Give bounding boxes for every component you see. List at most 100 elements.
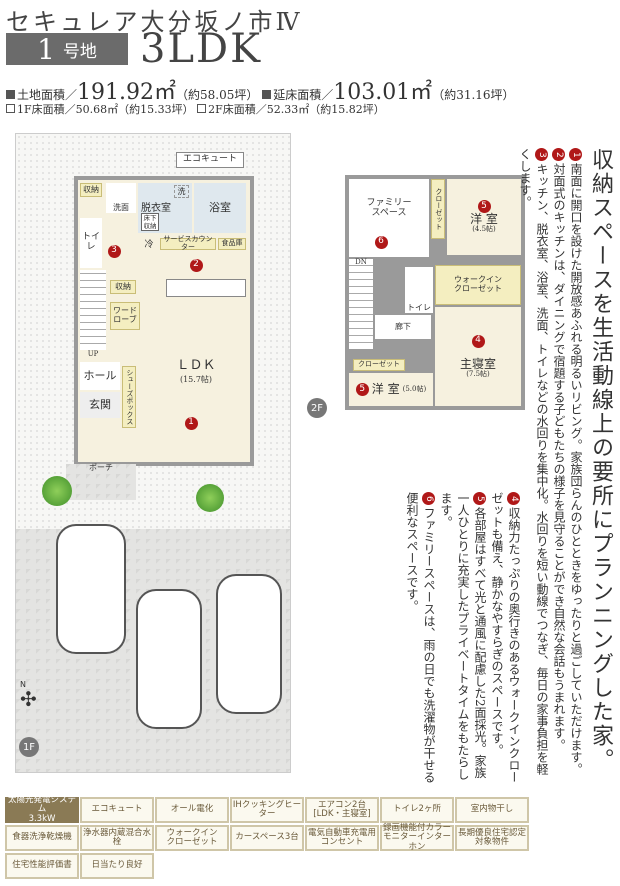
point-6: 6ファミリースペースは、雨の日でも洗濯物が干せる便利なスペースです。 bbox=[403, 492, 437, 784]
feature-badge: 浄水器内蔵混合水栓 bbox=[80, 825, 154, 851]
staircase-2f: DN bbox=[349, 258, 373, 349]
entrance: 玄関 bbox=[80, 392, 120, 418]
car-icon bbox=[136, 589, 202, 729]
point-3: 3キッチン、脱衣室、浴室、洗面、トイレなどの水回りを集中化。水回りを短い動線でつ… bbox=[516, 148, 550, 783]
feature-badge: 長期優良住宅認定 対象物件 bbox=[455, 825, 529, 851]
marker-2: 2 bbox=[189, 258, 203, 272]
ldk-label: ＬＤＫ bbox=[176, 357, 216, 373]
feature-badge: 住宅性能評価書 bbox=[5, 853, 79, 879]
point-1-text: 南面に開口を設けた開放感あふれる明るいリビング。家族団らんのひとときをゆったりと… bbox=[569, 163, 583, 775]
feature-badge: 太陽光発電システム 3.3kW bbox=[5, 795, 79, 823]
point-4: 4収納力たっぷりの奥行きのあるウォークインクローゼットも備え、静かなやすらぎのス… bbox=[488, 492, 522, 784]
up-label: UP bbox=[87, 350, 99, 359]
marker-1: 1 bbox=[184, 416, 198, 430]
point-1-marker: 1 bbox=[181, 416, 201, 430]
point-2: 2 対面式のキッチンは、ダイニングで宿題する子どもたちの様子を見守ることができ自然… bbox=[550, 148, 567, 783]
points-top: 1 南面に開口を設けた開放感あふれる明るいリビング。家族団らんのひとときをゆったり… bbox=[518, 148, 584, 783]
toilet-1f: トイレ bbox=[80, 218, 102, 268]
point-3-text: キッチン、脱衣室、浴室、洗面、トイレなどの水回りを集中化。水回りを短い動線でつな… bbox=[518, 148, 549, 775]
storage-1: 収納 bbox=[80, 183, 102, 197]
marker-5b: 5 bbox=[355, 383, 369, 396]
marker-3: 3 bbox=[107, 244, 121, 258]
point-3-number: 3 bbox=[535, 148, 548, 161]
point-2-text: 対面式のキッチンは、ダイニングで宿題する子どもたちの様子を見守ることができ自然な… bbox=[552, 163, 566, 751]
point-2-marker: 2 bbox=[186, 258, 206, 272]
hall: ホール bbox=[80, 362, 120, 390]
tree-icon bbox=[196, 484, 224, 512]
staircase bbox=[80, 270, 106, 350]
floor-areas: 1F床面積／50.68㎡（約15.33坪） 2F床面積／52.33㎡（約15.8… bbox=[6, 101, 385, 117]
walk-in-closet: ウォークイン クローゼット bbox=[435, 265, 521, 305]
kitchen-counter bbox=[166, 279, 246, 297]
feature-badge: トイレ2ヶ所 bbox=[380, 797, 454, 823]
point-1-number: 1 bbox=[569, 148, 582, 161]
point-1: 1 南面に開口を設けた開放感あふれる明るいリビング。家族団らんのひとときをゆったり… bbox=[567, 148, 584, 783]
bathroom: 浴室 bbox=[194, 183, 246, 233]
storage-2: 収納 bbox=[110, 280, 136, 294]
marker-6: 6 bbox=[374, 235, 388, 249]
feature-badge: 日当たり良好 bbox=[80, 853, 154, 879]
shoe-box: シューズボックス bbox=[122, 366, 136, 428]
feature-badge: 録画機能付カラー モニターインターホン bbox=[380, 823, 454, 851]
point-2-number: 2 bbox=[552, 148, 565, 161]
master-bedroom-size: (7.5帖) bbox=[466, 369, 490, 378]
layout-type: 3LDK bbox=[140, 26, 262, 72]
floor-label-1f: 1F bbox=[19, 737, 39, 757]
property-title: セキュレア大分坂ノ市Ⅳ bbox=[6, 8, 303, 36]
toilet-2f: トイレ bbox=[405, 267, 433, 313]
western-room-2-label: 洋 室 bbox=[371, 381, 400, 396]
corridor: 廊下 bbox=[375, 315, 431, 339]
feature-badge: オール電化 bbox=[155, 797, 229, 823]
marker-5: 5 bbox=[477, 200, 491, 214]
point-5-text: 各部屋はすべて光と通風に配慮した2面採光。家族一人ひとりに充実したプライベートタ… bbox=[439, 492, 487, 780]
ecocute: エコキュート bbox=[176, 152, 244, 168]
feature-badge: 室内物干し bbox=[455, 797, 529, 823]
point-4-number: 4 bbox=[507, 492, 520, 505]
pantry: 食品庫 bbox=[218, 238, 246, 250]
washroom: 洗面 bbox=[106, 183, 136, 213]
closet-2: クローゼット bbox=[353, 359, 405, 371]
feature-badge: ウォークイン クローゼット bbox=[155, 825, 229, 851]
point-6-text: ファミリースペースは、雨の日でも洗濯物が干せる便利なスペースです。 bbox=[405, 492, 436, 783]
headline: 収納スペースを生活動線上の要所にプランニングした家。 bbox=[588, 148, 613, 772]
master-bedroom: 4 主寝室(7.5帖) bbox=[435, 307, 521, 406]
floor-area-tsubo: （約31.16坪） bbox=[432, 88, 515, 102]
feature-badge: エアコン2台 [LDK・主寝室] bbox=[305, 797, 379, 823]
feature-badge: カースペース3台 bbox=[230, 825, 304, 851]
compass-icon: ✣ bbox=[20, 687, 37, 711]
dressing-room-label: 脱衣室 bbox=[141, 203, 171, 214]
western-room-2-size: (5.0帖) bbox=[402, 384, 427, 393]
1f-area: 1F床面積／50.68㎡（約15.33坪） bbox=[17, 103, 194, 116]
point-6-marker: 6 bbox=[371, 235, 391, 249]
site-plan-1f: エコキュート 収納 洗面 洗 脱衣室 床下 収納 浴室 トイレ 3 冷 サービス… bbox=[15, 133, 291, 773]
fridge: 冷 bbox=[144, 240, 154, 251]
wardrobe: ワード ローブ bbox=[110, 302, 140, 330]
underfloor-storage: 床下 収納 bbox=[141, 213, 159, 231]
point-6-number: 6 bbox=[422, 492, 435, 505]
area-summary: 土地面積／191.92㎡（約58.05坪） 延床面積／103.01㎡（約31.1… bbox=[6, 74, 515, 106]
car-icon bbox=[216, 574, 282, 714]
land-area-label: 土地面積／ bbox=[17, 88, 78, 102]
point-5-number: 5 bbox=[473, 492, 486, 505]
family-space: ファミリー スペース bbox=[349, 179, 429, 257]
dressing-room: 洗 脱衣室 床下 収納 bbox=[138, 183, 192, 233]
master-bedroom-label: 主寝室 bbox=[459, 356, 496, 371]
tree-icon bbox=[42, 476, 72, 506]
land-area-tsubo: （約58.05坪） bbox=[176, 88, 259, 102]
washing-machine: 洗 bbox=[174, 185, 189, 198]
points-bottom: 4収納力たっぷりの奥行きのあるウォークインクローゼットも備え、静かなやすらぎのス… bbox=[394, 492, 522, 784]
north-label: N bbox=[20, 680, 26, 689]
floor-label-2f: 2F bbox=[307, 398, 327, 418]
floor-area-value: 103.01㎡ bbox=[333, 80, 433, 105]
floor-area-label: 延床面積／ bbox=[273, 88, 334, 102]
2f-area: 2F床面積／52.33㎡（約15.82坪） bbox=[208, 103, 385, 116]
feature-badge: 食器洗浄乾燥機 bbox=[5, 825, 79, 851]
marker-4: 4 bbox=[471, 334, 485, 348]
service-counter: サービスカウンター bbox=[160, 235, 216, 251]
ldk-size: (15.7帖) bbox=[179, 374, 213, 384]
western-room-1-size: (4.5帖) bbox=[472, 225, 496, 234]
western-room-1-label: 洋 室 bbox=[470, 212, 498, 227]
